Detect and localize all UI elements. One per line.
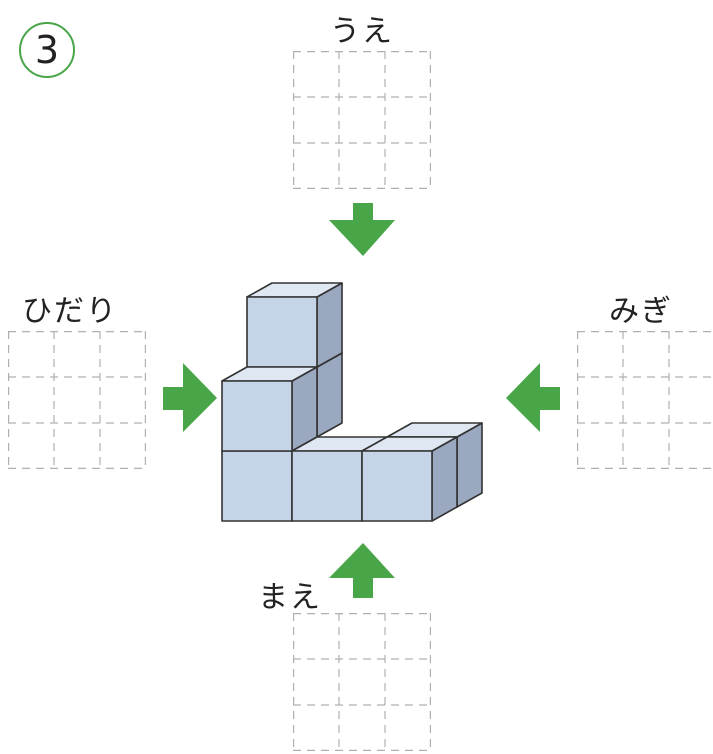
arrow-down-icon <box>329 203 395 256</box>
cube-front-face <box>221 380 293 452</box>
grid-lines <box>8 331 146 469</box>
view-label-front: まえ <box>258 580 322 615</box>
problem-number-badge: 3 <box>19 22 75 78</box>
problem-number: 3 <box>34 28 60 72</box>
grid-lines <box>293 613 431 751</box>
view-label-right: みぎ <box>609 294 673 329</box>
grid-lines <box>577 331 713 469</box>
answer-grid-top[interactable] <box>293 51 431 189</box>
cube-front-face <box>361 450 433 522</box>
arrow-right-icon <box>163 363 217 432</box>
cube-front-face <box>246 296 318 368</box>
view-label-left: ひだり <box>22 294 118 329</box>
arrow-left-icon <box>506 363 560 432</box>
answer-grid-right[interactable] <box>577 331 713 469</box>
view-label-top: うえ <box>330 14 394 49</box>
answer-grid-left[interactable] <box>8 331 146 469</box>
cube-front-face <box>291 450 363 522</box>
answer-grid-front[interactable] <box>293 613 431 751</box>
grid-lines <box>293 51 431 189</box>
arrow-up-icon <box>329 543 395 598</box>
cube-front-face <box>221 450 293 522</box>
